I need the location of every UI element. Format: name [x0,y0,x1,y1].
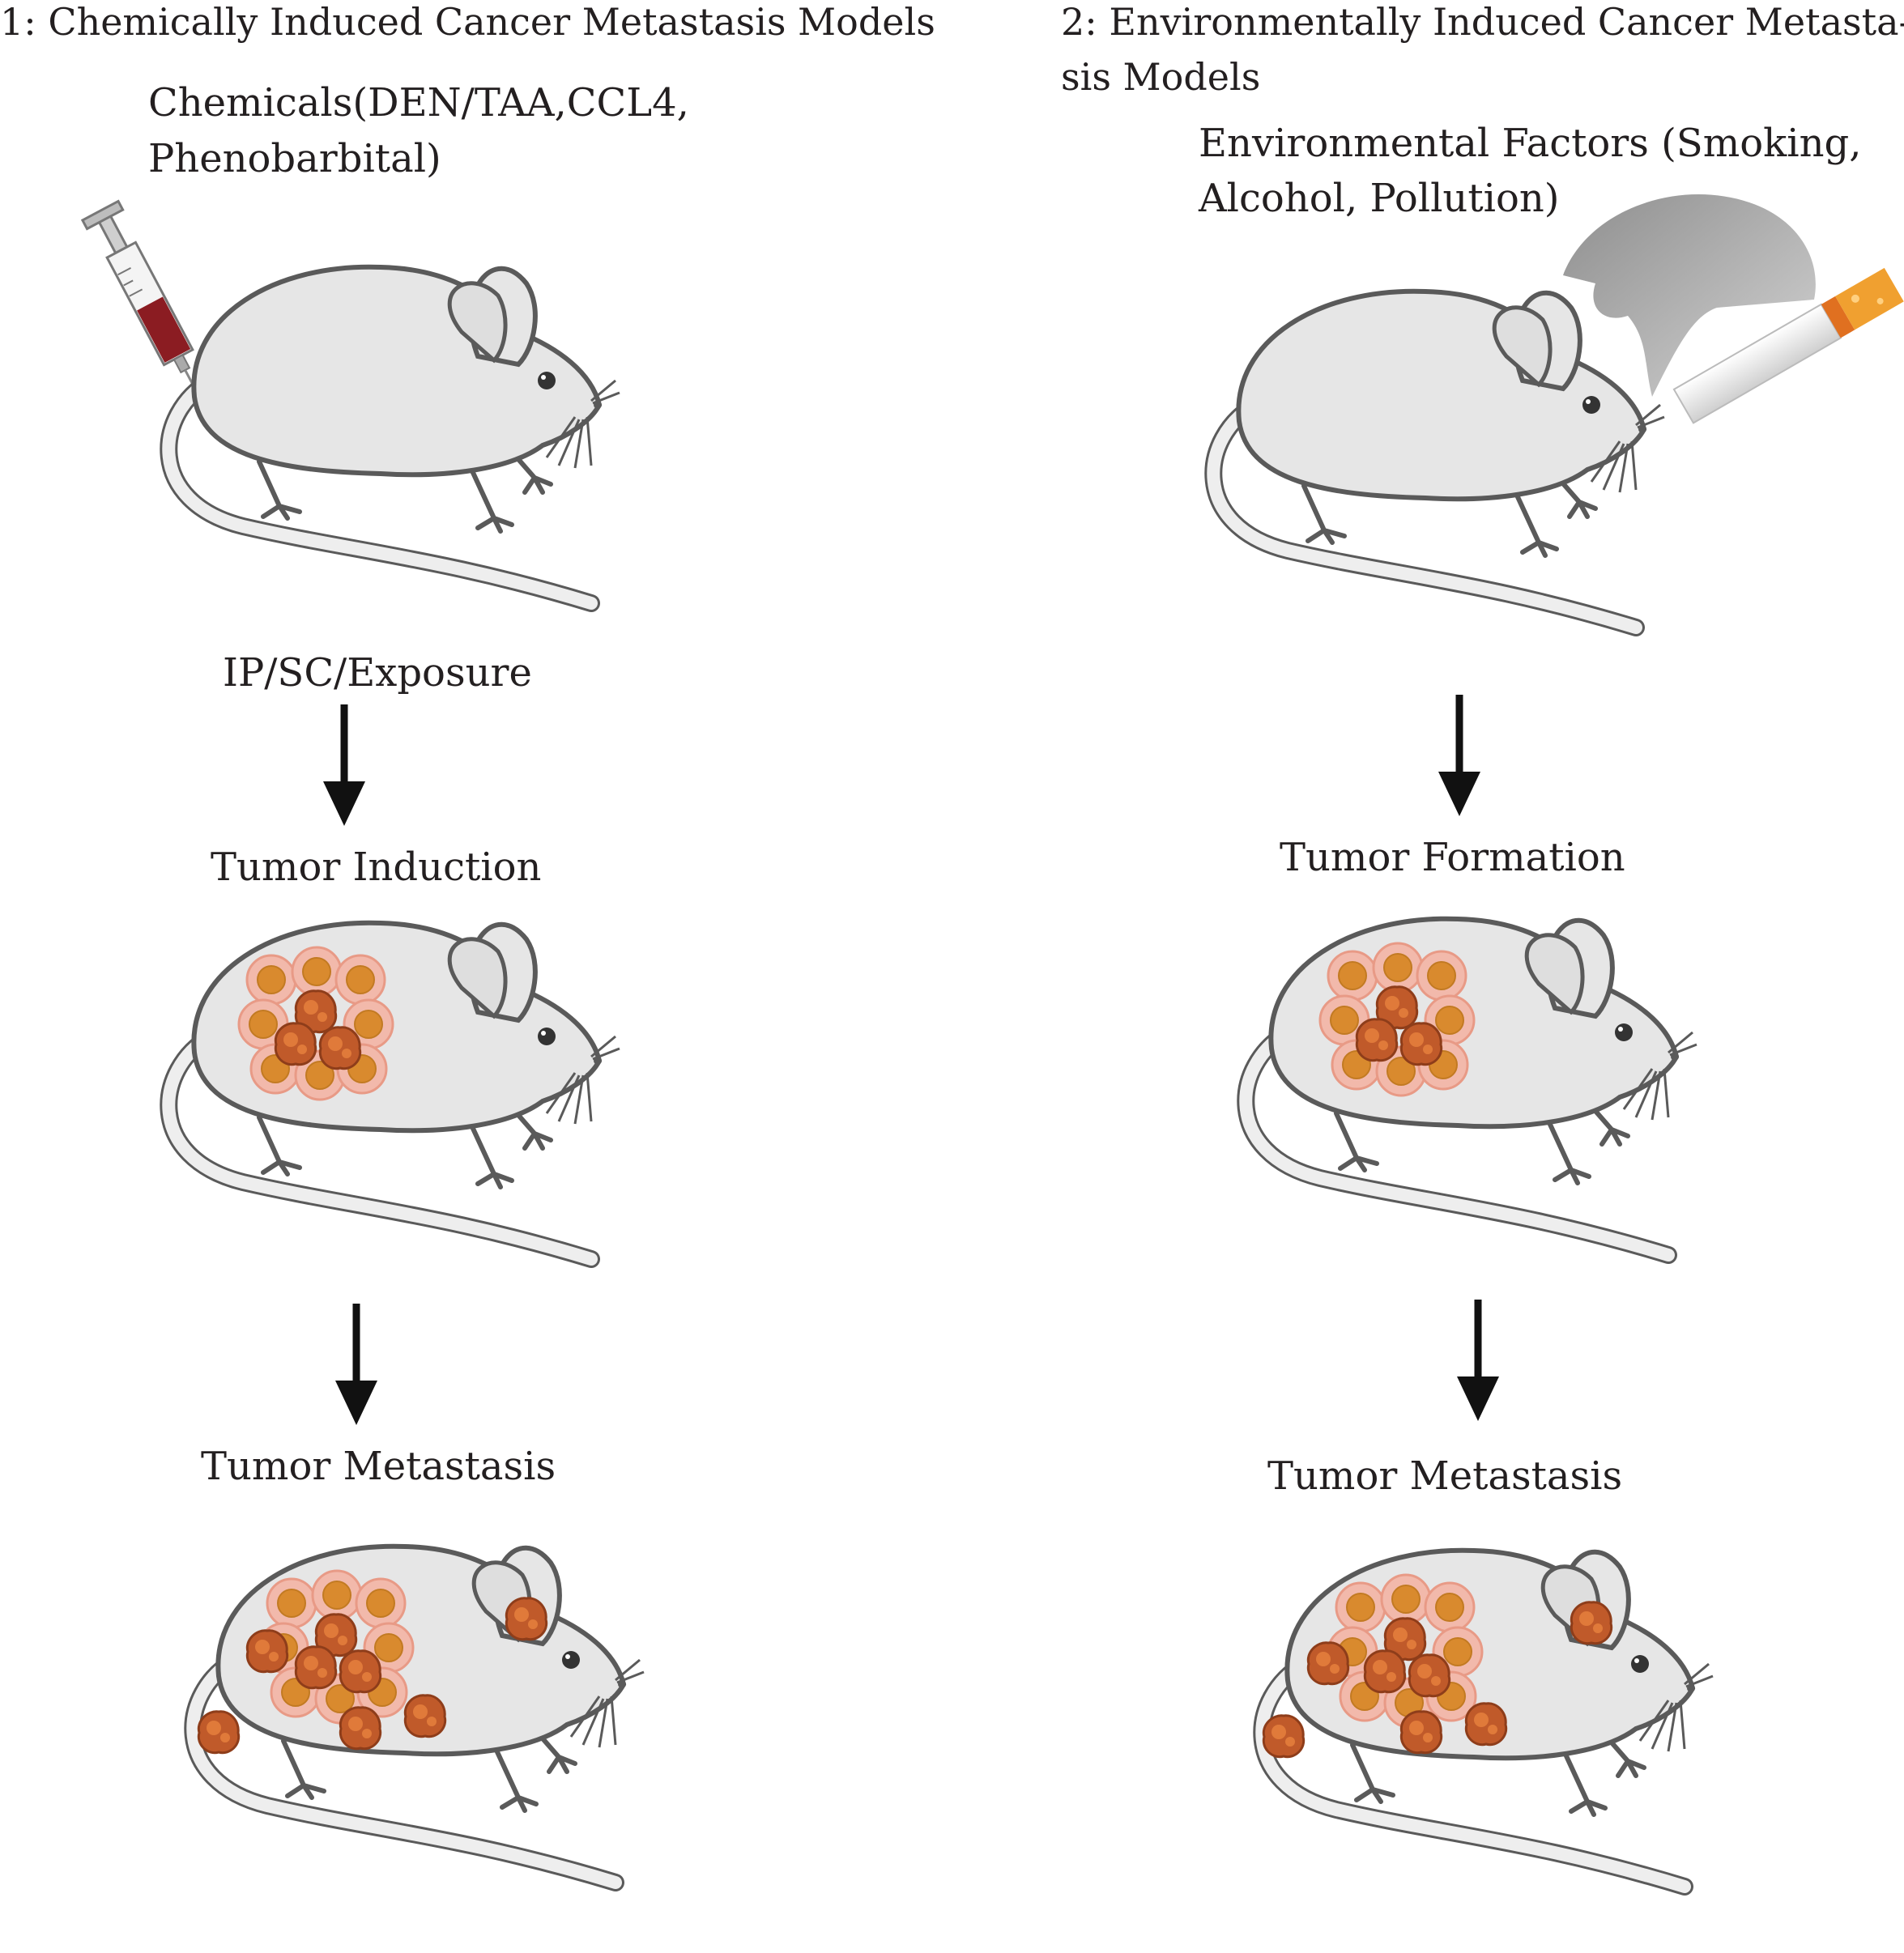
left-agent-line2: Phenobarbital) [148,136,441,181]
down-arrow-icon [1457,1300,1499,1421]
left-agent-line1: Chemicals(DEN/TAA,CCL4, [148,80,689,126]
left-step3-label: Tumor Metastasis [201,1444,556,1489]
right-step2-label: Tumor Formation [1280,835,1625,880]
down-arrow-icon [335,1304,377,1425]
left-route-label: IP/SC/Exposure [223,650,532,696]
mouse-illustration-right-1 [1166,267,1693,688]
tumor-cluster-icon [1320,943,1474,1096]
mouse-illustration-left-2 [121,899,648,1320]
right-panel-title-line2: sis Models [1061,55,1261,99]
smoke-cloud-icon [1563,194,1816,397]
left-panel-title: 1: Chemically Induced Cancer Metastasis … [0,0,935,44]
right-panel-title-line1: 2: Environmentally Induced Cancer Metast… [1061,0,1904,44]
mouse-illustration-left-3 [146,1522,672,1943]
tumor-cluster-icon [1328,1575,1482,1727]
right-step3-label: Tumor Metastasis [1267,1453,1623,1499]
left-step2-label: Tumor Induction [211,845,542,890]
right-agent-line1: Environmental Factors (Smoking, [1199,121,1862,166]
down-arrow-icon [1438,695,1480,816]
tumor-cluster-icon [239,947,393,1100]
mouse-illustration-right-2 [1199,895,1725,1316]
mouse-illustration-right-3 [1215,1526,1741,1947]
right-agent-line2: Alcohol, Pollution) [1199,176,1560,221]
down-arrow-icon [323,704,365,826]
cigarette-icon [1672,267,1904,424]
mouse-illustration-left-1 [121,243,648,664]
